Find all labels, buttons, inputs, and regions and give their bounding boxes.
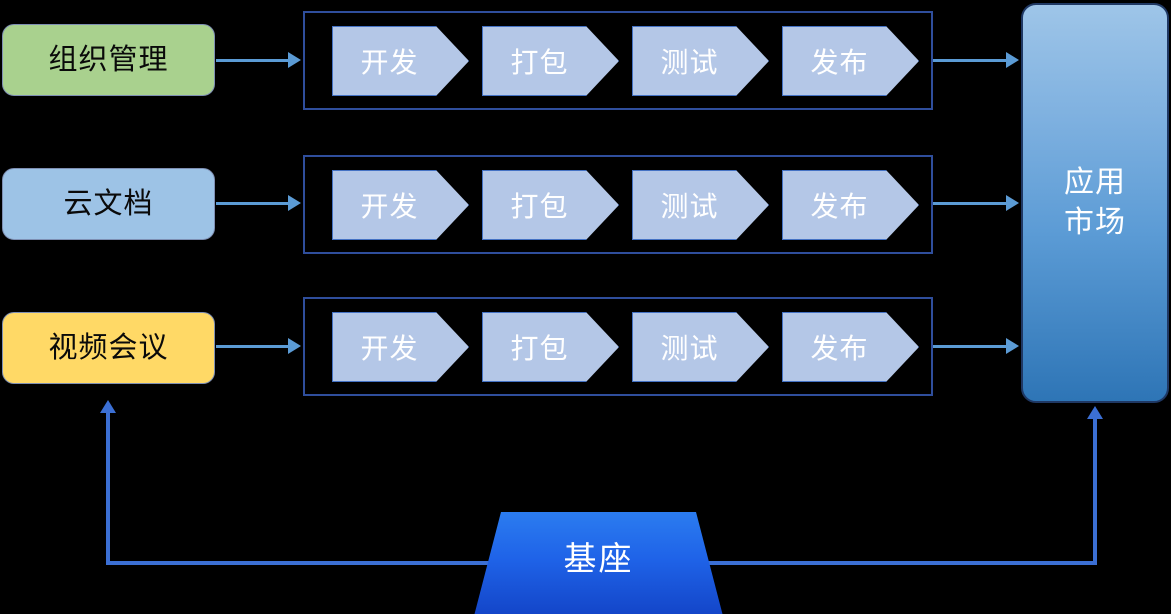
stage-label: 打包: [510, 333, 569, 364]
stage-label: 发布: [810, 47, 869, 78]
pipeline-frame-org: 开发 打包 测试 发布: [303, 11, 933, 110]
connector-doc-to-pipeline: [216, 202, 288, 205]
arrowhead-pipeline-video-to-market: [1006, 338, 1019, 354]
arrowhead-doc-to-pipeline: [288, 195, 301, 211]
arrowhead-pipeline-doc-to-market: [1006, 195, 1019, 211]
stage-chevron-package[interactable]: 打包: [482, 312, 619, 382]
stage-chevron-test[interactable]: 测试: [632, 26, 769, 96]
arrowhead-pipeline-org-to-market: [1006, 52, 1019, 68]
base-platform-shape[interactable]: 基座: [474, 512, 723, 614]
arrowhead-org-to-pipeline: [288, 52, 301, 68]
stage-label: 开发: [360, 47, 419, 78]
connector-pipeline-org-to-market: [933, 59, 1007, 62]
connector-pipeline-video-to-market: [933, 345, 1007, 348]
stage-chevron-develop[interactable]: 开发: [332, 170, 469, 240]
stage-label: 测试: [660, 191, 719, 222]
stage-chevron-release[interactable]: 发布: [782, 170, 919, 240]
stage-chevron-release[interactable]: 发布: [782, 312, 919, 382]
stage-label: 开发: [360, 333, 419, 364]
connector-pipeline-doc-to-market: [933, 202, 1007, 205]
stage-label: 测试: [660, 333, 719, 364]
product-label-org: 组织管理: [48, 43, 169, 76]
arrowhead-video-to-pipeline: [288, 338, 301, 354]
connector-video-to-pipeline: [216, 345, 288, 348]
app-market-label-line2: 市场: [1064, 206, 1126, 239]
stage-chevron-test[interactable]: 测试: [632, 312, 769, 382]
stage-label: 发布: [810, 191, 869, 222]
pipeline-frame-doc: 开发 打包 测试 发布: [303, 155, 933, 254]
arrowhead-base-to-market: [1087, 406, 1103, 419]
product-box-org[interactable]: 组织管理: [2, 24, 215, 96]
stage-label: 发布: [810, 333, 869, 364]
app-market-label-line1: 应用: [1064, 166, 1126, 200]
connector-org-to-pipeline: [216, 59, 288, 62]
stage-label: 打包: [510, 191, 569, 222]
stage-chevron-release[interactable]: 发布: [782, 26, 919, 96]
app-market-label: 应用 市场: [1064, 163, 1126, 242]
stage-list-org: 开发 打包 测试 发布: [332, 26, 919, 96]
connector-base-to-market-vertical: [1093, 418, 1097, 563]
product-box-video[interactable]: 视频会议: [2, 312, 215, 384]
product-label-doc: 云文档: [63, 187, 154, 220]
arrowhead-base-to-video: [100, 400, 116, 413]
stage-label: 打包: [510, 47, 569, 78]
stage-label: 测试: [660, 47, 719, 78]
stage-list-doc: 开发 打包 测试 发布: [332, 170, 919, 240]
stage-list-video: 开发 打包 测试 发布: [332, 312, 919, 382]
product-label-video: 视频会议: [48, 331, 169, 364]
stage-chevron-test[interactable]: 测试: [632, 170, 769, 240]
base-platform-label: 基座: [563, 540, 634, 577]
stage-label: 开发: [360, 191, 419, 222]
stage-chevron-develop[interactable]: 开发: [332, 312, 469, 382]
product-box-doc[interactable]: 云文档: [2, 168, 215, 240]
stage-chevron-package[interactable]: 打包: [482, 170, 619, 240]
pipeline-frame-video: 开发 打包 测试 发布: [303, 297, 933, 396]
app-market-box[interactable]: 应用 市场: [1021, 3, 1169, 403]
stage-chevron-package[interactable]: 打包: [482, 26, 619, 96]
stage-chevron-develop[interactable]: 开发: [332, 26, 469, 96]
connector-base-to-video-vertical: [106, 412, 110, 563]
